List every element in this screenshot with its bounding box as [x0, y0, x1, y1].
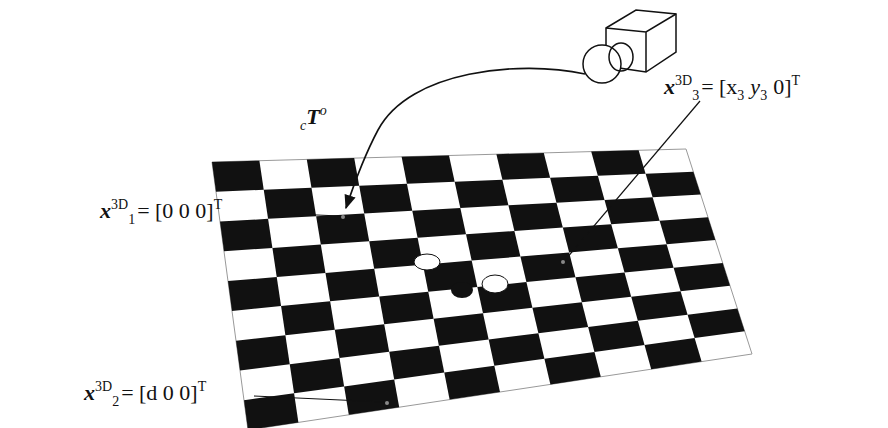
board-square	[281, 301, 335, 335]
board-square	[344, 380, 399, 415]
board-square	[359, 184, 412, 214]
point-label: x3D3= [x3y30]T	[664, 74, 800, 103]
subscript: 3	[692, 88, 699, 103]
board-square	[466, 231, 520, 261]
board-square	[244, 393, 298, 428]
subscript: 3	[760, 88, 767, 103]
board-square	[389, 346, 444, 380]
board-square	[688, 308, 745, 338]
board-square	[212, 161, 264, 192]
superscript: T	[791, 73, 800, 88]
board-square	[316, 213, 369, 244]
board-square	[236, 335, 290, 370]
board-square	[307, 158, 359, 188]
board-square	[290, 358, 344, 393]
point-label: x3D1= [0 0 0]T	[100, 198, 222, 227]
board-square	[335, 324, 389, 358]
superscript: 3D	[95, 379, 112, 394]
board-square	[618, 244, 674, 272]
leader-lines	[254, 101, 700, 402]
transform-label: cTo	[300, 104, 327, 133]
label-text: = [x	[701, 74, 737, 99]
label-text: x	[100, 198, 111, 223]
board-square	[434, 313, 489, 345]
board-square	[591, 150, 645, 175]
board-square	[508, 203, 562, 231]
board-square	[272, 245, 325, 277]
board-square	[455, 180, 509, 208]
board-square	[550, 176, 604, 203]
subscript: 2	[112, 394, 119, 409]
board-square	[645, 338, 702, 369]
board-square	[444, 366, 500, 400]
label-text: x	[84, 380, 95, 405]
superscript: o	[320, 103, 327, 118]
checkerboard	[212, 149, 752, 428]
label-text: = [d 0 0]	[121, 380, 198, 405]
superscript: T	[214, 197, 223, 212]
board-square	[660, 217, 716, 244]
board-square	[496, 153, 550, 180]
board-square	[631, 291, 687, 321]
board-square	[575, 272, 631, 302]
board-square	[646, 172, 701, 197]
calibration-marks	[414, 254, 508, 298]
point-label: x3D2= [d 0 0]T	[84, 380, 206, 409]
board-outline	[212, 149, 752, 428]
board-square	[412, 208, 466, 238]
board-square	[544, 352, 600, 384]
board-square	[379, 292, 433, 324]
board-square	[489, 333, 545, 365]
camera	[583, 10, 676, 83]
board-square	[588, 321, 644, 352]
subscript: 1	[128, 212, 135, 227]
label-text: y	[750, 74, 760, 99]
board-square	[220, 219, 272, 251]
board-square	[563, 224, 618, 252]
superscript: 3D	[675, 73, 692, 88]
board-square	[325, 269, 379, 301]
subscript: c	[300, 118, 306, 133]
label-text: x	[664, 74, 675, 99]
superscript: T	[198, 379, 207, 394]
board-square	[674, 263, 730, 291]
superscript: 3D	[111, 197, 128, 212]
label-text: T	[306, 104, 319, 129]
transform-arrow	[346, 68, 585, 208]
label-text: 0]	[773, 74, 791, 99]
label-text: = [0 0 0]	[137, 198, 214, 223]
subscript: 3	[737, 88, 744, 103]
board-square	[402, 156, 455, 184]
board-square	[228, 277, 281, 311]
board-square	[605, 197, 660, 224]
board-square	[532, 302, 588, 333]
corner-points	[341, 215, 565, 405]
